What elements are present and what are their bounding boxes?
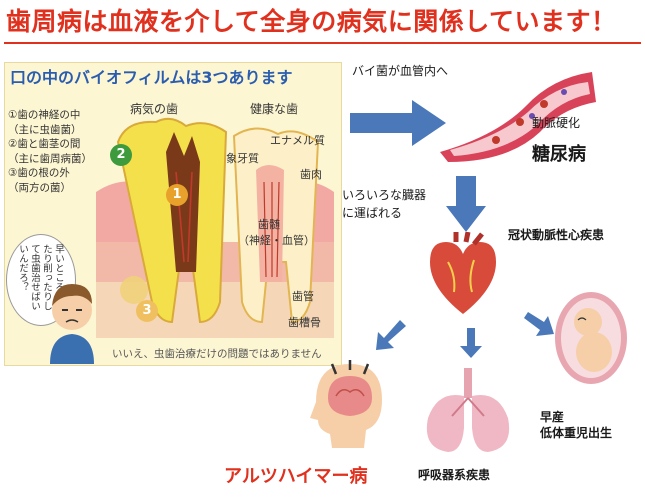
lungs-illustration (426, 368, 510, 452)
label-enamel: エナメル質 (270, 134, 325, 147)
blood-vessel-illustration (440, 72, 596, 162)
arteriosclerosis-label: 動脈硬化 (532, 116, 581, 130)
preterm-label-line2: 低体重児出生 (540, 426, 613, 440)
arrow-to-brain (376, 320, 406, 350)
tooth-illustration (96, 117, 334, 338)
label-pulp-sub: （神経・血管） (238, 234, 315, 247)
label-root-canal: 歯管 (292, 290, 314, 303)
label-diseased-tooth: 病気の歯 (130, 102, 179, 116)
legend-line: ②歯と歯茎の間 (8, 138, 81, 150)
arrow-to-lungs (460, 328, 482, 358)
biofilm-legend: ①歯の神経の中 （主に虫歯菌） ②歯と歯茎の間 （主に歯周病菌） ③歯の根の外 … (8, 108, 118, 195)
legend-line: ①歯の神経の中 (8, 109, 81, 121)
fetus-illustration (555, 292, 627, 384)
label-dentin: 象牙質 (226, 152, 259, 165)
heart-illustration (430, 232, 496, 314)
panel-heading: 口の中のバイオフィルムは3つあります (10, 68, 293, 87)
coronary-label: 冠状動脈性心疾患 (508, 228, 605, 242)
brain-head-illustration (310, 360, 382, 448)
legend-line: （主に歯周病菌） (8, 152, 92, 165)
marker-1: 1 (166, 184, 188, 206)
vessel-label: バイ菌が血管内へ (352, 64, 449, 78)
speech-bubble (6, 234, 76, 326)
carried-label-line2: に運ばれる (342, 206, 403, 220)
worried-man-illustration (50, 284, 94, 364)
carried-label-line1: いろいろな臓器 (342, 188, 427, 202)
legend-line: （主に虫歯菌） (8, 123, 82, 136)
label-alveolar-bone: 歯槽骨 (288, 316, 321, 329)
title-underline (4, 42, 641, 44)
speech-text: 早いところ抜いたり削ったりして虫歯治せばいいんだろ？ (17, 244, 64, 311)
alzheimers-label: アルツハイマー病 (224, 466, 368, 487)
arrow-right (350, 100, 446, 146)
legend-line: ③歯の根の外 (8, 167, 70, 179)
arrow-down (446, 176, 486, 232)
arrow-to-fetus (524, 312, 554, 336)
marker-2: 2 (110, 144, 132, 166)
respiratory-label: 呼吸器系疾患 (418, 468, 491, 482)
label-pulp: 歯髄 (258, 218, 280, 231)
page-title: 歯周病は血液を介して全身の病気に関係しています！ (6, 7, 617, 36)
diabetes-label: 糖尿病 (532, 144, 586, 165)
legend-line: （両方の菌） (8, 181, 71, 194)
panel-caption: いいえ、虫歯治療だけの問題ではありません (112, 348, 322, 360)
label-healthy-tooth: 健康な歯 (250, 102, 299, 116)
preterm-label-line1: 早産 (540, 410, 565, 424)
marker-3: 3 (136, 300, 158, 322)
label-gum: 歯肉 (300, 168, 322, 181)
